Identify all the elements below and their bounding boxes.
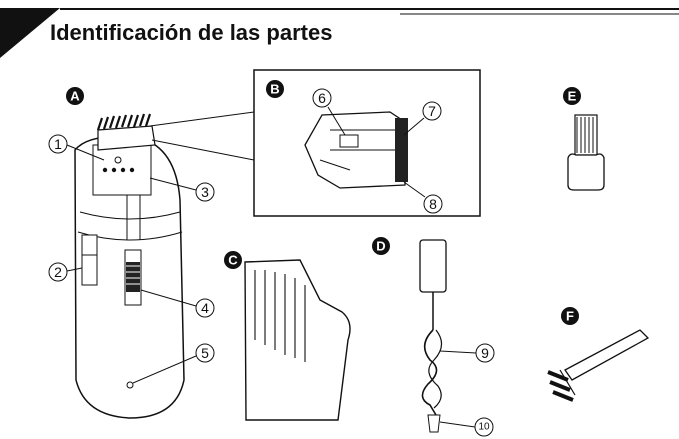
part-number-1: 1 — [54, 136, 62, 152]
group-letter-a: A — [70, 89, 80, 104]
part-number-3: 3 — [201, 184, 209, 200]
part-number-5: 5 — [201, 345, 209, 361]
detail-pointer-line — [149, 111, 255, 127]
callout-1: 1 — [48, 134, 105, 161]
header-corner-mark — [0, 8, 60, 58]
part-number-9: 9 — [481, 345, 489, 361]
group-badge-c — [224, 251, 242, 269]
comb-attachment — [244, 259, 351, 421]
part-number-8: 8 — [429, 196, 437, 212]
group-badge-e — [563, 87, 581, 105]
callout-3: 3 — [149, 177, 215, 202]
part-number-10: 10 — [478, 422, 490, 433]
callout-2: 2 — [48, 262, 83, 282]
group-letter-c: C — [228, 253, 238, 268]
detail-pointer-line — [151, 139, 255, 161]
group-letter-d: D — [376, 239, 385, 254]
callout-7: 7 — [403, 101, 442, 136]
group-badge-d — [372, 237, 390, 255]
callout-4: 4 — [140, 289, 215, 318]
trimmer-body — [74, 113, 185, 419]
callout-10: 10 — [439, 417, 494, 437]
group-letter-f: F — [566, 309, 574, 324]
blade-unit — [304, 111, 408, 189]
group-badge-b — [266, 80, 284, 98]
part-number-2: 2 — [54, 264, 62, 280]
group-badge-f — [561, 307, 579, 325]
page-title: Identificación de las partes — [50, 20, 333, 45]
cleaning-brush — [547, 329, 650, 402]
ac-adapter — [419, 239, 447, 433]
callout-6: 6 — [312, 88, 346, 136]
callout-9: 9 — [439, 343, 495, 363]
callout-5: 5 — [132, 343, 215, 384]
group-badge-a — [66, 87, 84, 105]
oil-bottle — [567, 114, 605, 191]
group-letter-e: E — [568, 89, 577, 104]
callout-8: 8 — [403, 181, 443, 214]
part-number-4: 4 — [201, 300, 209, 316]
part-number-7: 7 — [428, 103, 436, 119]
part-number-6: 6 — [318, 90, 326, 106]
group-letter-b: B — [270, 82, 279, 97]
